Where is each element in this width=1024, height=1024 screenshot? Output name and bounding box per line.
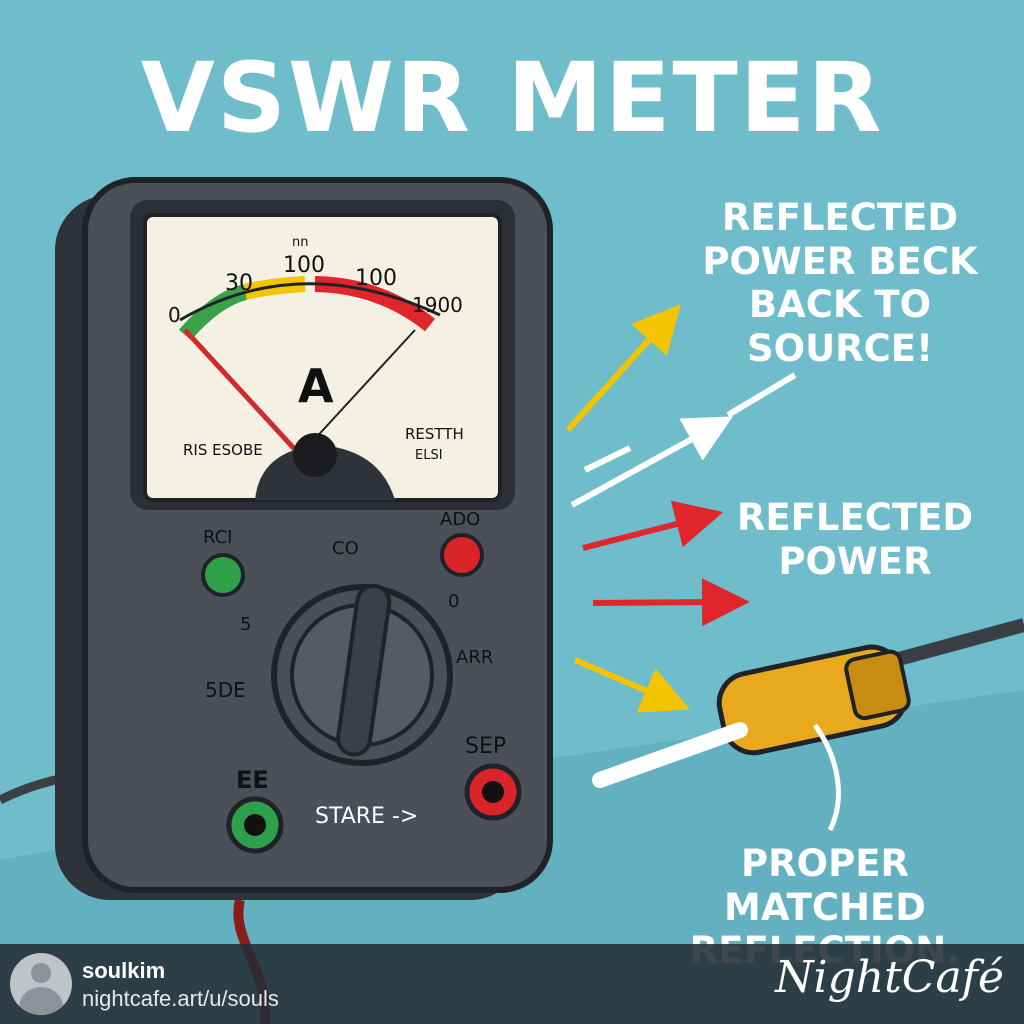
- scale-label: nn: [292, 235, 308, 250]
- coax-connector: [592, 644, 911, 788]
- knob-label: 5: [240, 614, 251, 635]
- arrow-red-2: [592, 578, 750, 627]
- profile-link[interactable]: nightcafe.art/u/souls: [82, 986, 279, 1011]
- callout-reflected-back: REFLECTED POWER BECK BACK TO SOURCE!: [690, 196, 990, 371]
- knob-label: 5DE: [205, 678, 246, 702]
- callout-line: SOURCE!: [747, 326, 933, 370]
- red-button: [440, 533, 484, 577]
- knob-label: 0: [448, 591, 459, 612]
- button-label: RCI: [203, 527, 233, 548]
- arrow-white-1: [583, 445, 632, 473]
- callout-reflected-power: REFLECTED POWER: [720, 496, 990, 583]
- page-title: VSWR METER: [140, 42, 884, 154]
- scale-label: 0: [168, 303, 181, 327]
- callout-line: POWER BECK: [702, 239, 978, 283]
- callout-line: PROPER: [741, 842, 909, 885]
- button-label: ADO: [440, 509, 480, 530]
- arrow-white-2: [570, 416, 734, 508]
- knob-label: CO: [332, 538, 359, 559]
- arrow-yellow-up: [565, 304, 682, 433]
- arrow-white-3: [726, 372, 797, 418]
- footer-bar: [0, 944, 1024, 1024]
- username[interactable]: soulkim: [82, 958, 166, 983]
- pointer-line: [812, 723, 841, 832]
- knob-label: ARR: [456, 647, 493, 668]
- scale-label: 100: [283, 253, 325, 278]
- scale-label: 100: [355, 266, 397, 291]
- callout-line: REFLECTED: [721, 196, 959, 239]
- meter-needle: [183, 328, 302, 457]
- connector-pin: [592, 722, 748, 788]
- jack-label: EE: [236, 766, 269, 794]
- green-button: [201, 553, 245, 597]
- jack-label: SEP: [465, 734, 506, 759]
- callout-line: BACK TO: [748, 283, 932, 327]
- dial-left-text: RIS ESOBE: [183, 441, 263, 459]
- coax-cable: [893, 618, 1024, 667]
- dial-right-text: RESTTH: [405, 425, 464, 443]
- brand-logo[interactable]: NightCafé: [775, 952, 1004, 1003]
- scale-label: 1900: [412, 293, 463, 317]
- dial-right-text: ELSI: [415, 448, 443, 463]
- dial-letter: A: [298, 359, 334, 413]
- arrow-red-1: [582, 500, 724, 551]
- start-label: STARE ->: [315, 804, 418, 829]
- meter-body: [55, 177, 553, 900]
- callout-line: POWER: [778, 539, 932, 583]
- callout-line: MATCHED: [724, 885, 926, 929]
- user-avatar[interactable]: [10, 953, 72, 1015]
- arrow-yellow-down: [573, 657, 691, 713]
- scale-label: 30: [225, 271, 253, 296]
- callout-line: REFLECTED: [736, 496, 974, 539]
